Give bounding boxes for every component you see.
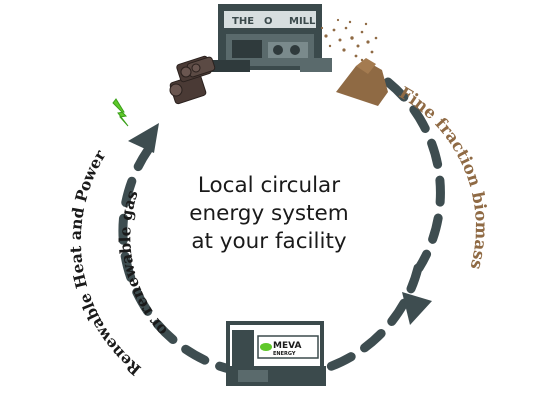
arrowhead-icon [128,123,159,153]
facility-logo-sub: ENERGY [273,351,296,357]
mill-sign-left: THE [232,16,254,27]
biomass-heap-icon [320,18,388,106]
cycle-arrow [118,77,445,381]
mill-building-icon: THE O MILL [210,4,332,72]
center-caption-line-1: Local circular [197,173,341,198]
facility-building-icon: MEVA ENERGY [226,321,326,386]
center-caption: Local circular energy system at your fac… [158,172,380,256]
log-pile-icon [169,55,216,105]
mill-sign-mid: O [264,16,273,27]
center-caption-line-3: at your facility [191,229,347,254]
facility-logo-name: MEVA [273,341,301,351]
arrowhead-icon [402,292,432,325]
center-caption-line-2: energy system [189,201,349,226]
mill-sign-right: MILL [289,16,316,27]
lightning-icon [112,98,129,127]
